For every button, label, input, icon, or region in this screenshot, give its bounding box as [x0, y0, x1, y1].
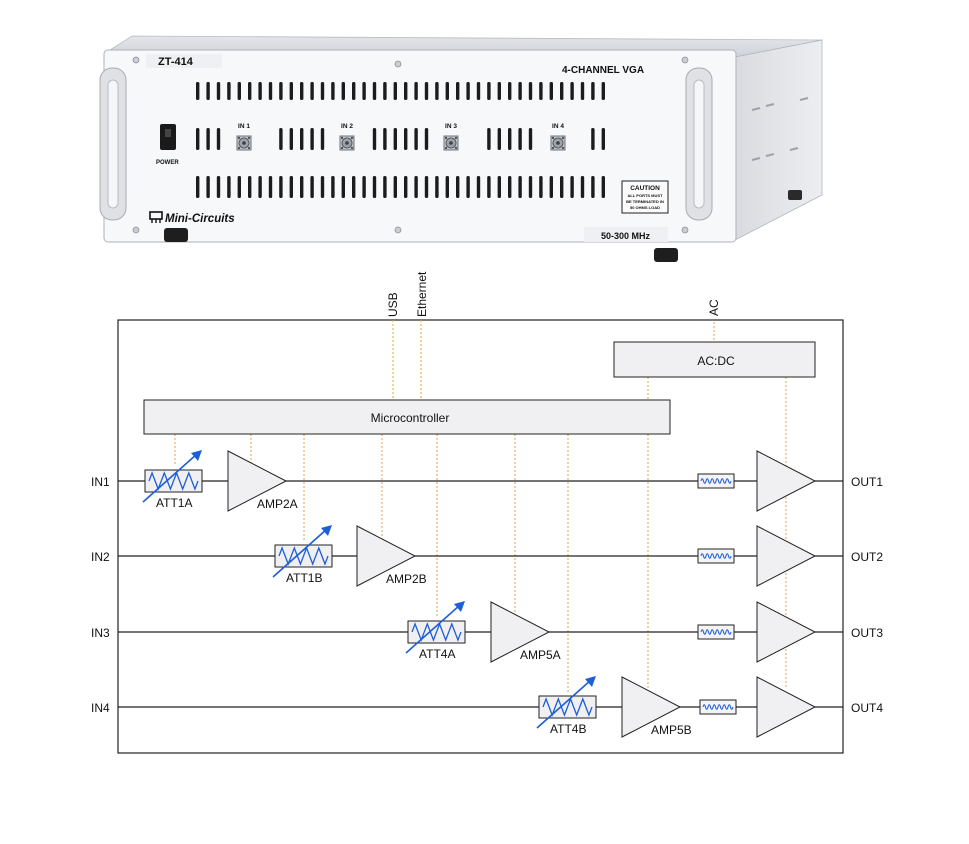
port-label-3: IN 3: [445, 123, 457, 130]
acdc-label: AC:DC: [697, 354, 735, 368]
input-label-1: IN1: [91, 475, 110, 489]
control-lines: [174, 320, 787, 694]
attenuator-2: [272, 525, 333, 578]
sma-connector-icon: [443, 135, 459, 151]
amplifier-3: [490, 601, 551, 663]
att-label-3: ATT4A: [419, 647, 455, 661]
attenuator-3: [405, 601, 466, 654]
caution-line-3: 50 OHMS LOAD: [630, 205, 660, 210]
input-label-2: IN2: [91, 550, 110, 564]
output-label-2: OUT2: [851, 550, 883, 564]
caution-title: CAUTION: [630, 185, 660, 192]
output-amplifier-3: [756, 601, 817, 663]
variable-arrow-icon: [142, 450, 202, 503]
port-label-4: IN 4: [552, 123, 564, 130]
usb-label: USB: [386, 292, 400, 317]
amp-label-3: AMP5A: [520, 648, 561, 662]
amp-label-2: AMP2B: [386, 572, 427, 586]
filter-3: [697, 624, 735, 640]
output-amplifier-1: [756, 450, 817, 512]
attenuator-1: [142, 450, 203, 503]
filter-4: [699, 699, 737, 715]
amplifier-1: [227, 450, 288, 512]
output-label-1: OUT1: [851, 475, 883, 489]
variable-arrow-icon: [536, 676, 596, 729]
caution-line-2: BE TERMINATED IN: [626, 199, 664, 204]
ethernet-label: Ethernet: [415, 271, 429, 317]
caution-label: [621, 180, 669, 214]
filter-1: [697, 473, 735, 489]
brand-logo-icon: [149, 211, 163, 223]
microcontroller-label: Microcontroller: [371, 411, 450, 425]
port-label-2: IN 2: [341, 123, 353, 130]
caution-line-1: ALL PORTS MUST: [627, 193, 663, 198]
power-label: POWER: [156, 160, 179, 166]
output-label-4: OUT4: [851, 701, 883, 715]
acdc-block: [613, 341, 816, 378]
sma-connector-icon: [339, 135, 355, 151]
input-label-3: IN3: [91, 626, 110, 640]
microcontroller-block: [143, 399, 671, 435]
port-label-1: IN 1: [238, 123, 250, 130]
variable-arrow-icon: [405, 601, 465, 654]
output-amplifier-4: [756, 676, 817, 738]
variable-arrow-icon: [272, 525, 332, 578]
output-amplifier-2: [756, 525, 817, 587]
filter-2: [697, 548, 735, 564]
front-vents: [196, 82, 605, 198]
sma-connector-icon: [236, 135, 252, 151]
amp-label-4: AMP5B: [651, 723, 692, 737]
brand-name: Mini-Circuits: [165, 213, 235, 225]
device-photo: ZT-414 4-CHANNEL VGA POWER IN 1 IN 2 IN 3 I…: [99, 35, 823, 262]
ac-label: AC: [707, 299, 721, 316]
att-label-4: ATT4B: [550, 722, 586, 736]
freq-label: 50-300 MHz: [601, 231, 651, 241]
input-label-4: IN4: [91, 701, 110, 715]
device-title: 4-CHANNEL VGA: [562, 65, 644, 76]
amplifier-4: [621, 676, 682, 738]
amplifier-2: [356, 525, 417, 587]
enclosure-box: [117, 319, 844, 754]
att-label-2: ATT1B: [286, 571, 322, 585]
attenuator-4: [536, 676, 597, 729]
amp-label-1: AMP2A: [257, 497, 298, 511]
model-label: ZT-414: [158, 56, 194, 68]
sma-connector-icon: [550, 135, 566, 151]
output-label-3: OUT3: [851, 626, 883, 640]
att-label-1: ATT1A: [156, 496, 192, 510]
